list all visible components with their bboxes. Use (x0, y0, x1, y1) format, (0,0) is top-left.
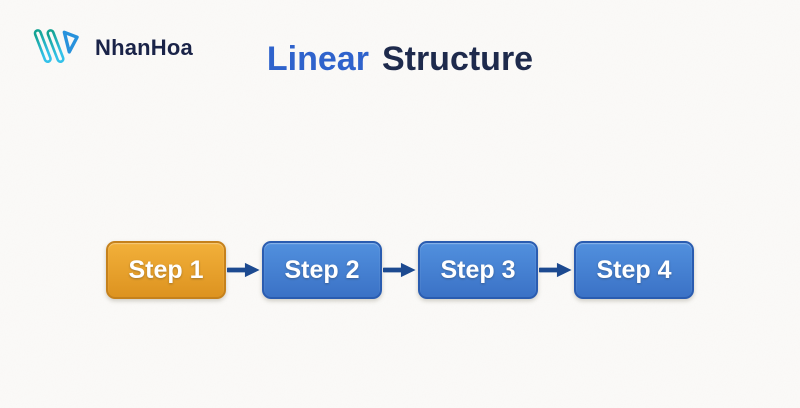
linear-flow-diagram: Step 1 Step 2 Step 3 Step 4 (0, 241, 800, 299)
step-label: Step 1 (128, 255, 204, 284)
arrow-right-icon (539, 262, 572, 278)
brand-logo: NhanHoa (29, 25, 193, 71)
step-label: Step 4 (596, 255, 672, 284)
step-box-4: Step 4 (574, 241, 694, 299)
arrow-right-icon (383, 262, 416, 278)
title-word-linear: Linear (266, 40, 369, 78)
nhanhoa-logo-icon (33, 29, 79, 63)
brand-name: NhanHoa (95, 35, 193, 60)
step-box-3: Step 3 (418, 241, 538, 299)
step-box-1: Step 1 (106, 241, 226, 299)
step-label: Step 2 (284, 255, 360, 284)
step-label: Step 3 (440, 255, 516, 284)
step-box-2: Step 2 (262, 241, 382, 299)
arrow-right-icon (227, 262, 260, 278)
title-word-structure: Structure (381, 40, 534, 78)
page-title: Linear Structure (0, 40, 800, 78)
